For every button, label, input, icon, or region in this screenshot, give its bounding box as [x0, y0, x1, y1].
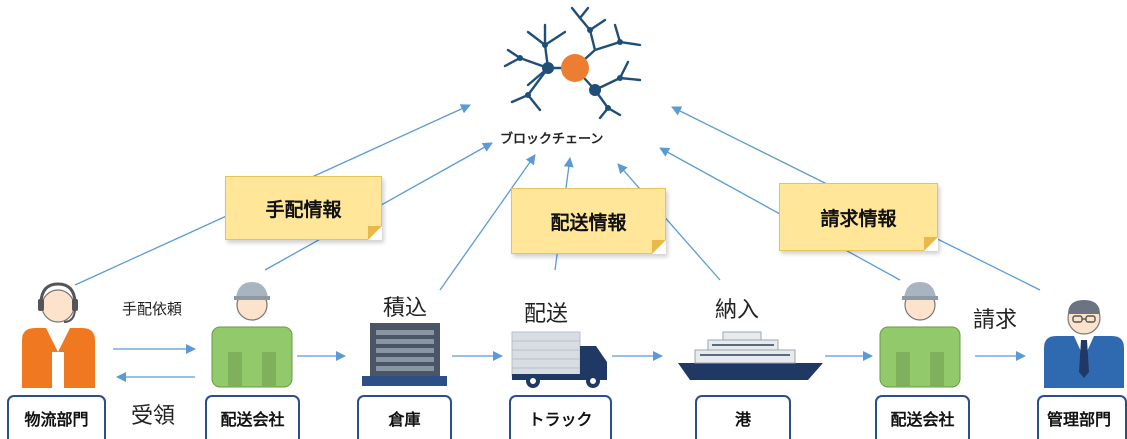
note-billing-info: 請求情報	[779, 183, 938, 251]
flow-arrows	[113, 344, 1026, 382]
actor-label-truck: トラック	[509, 395, 612, 439]
headset-operator-icon	[22, 282, 95, 388]
actor-label-logistics-dept: 物流部門	[7, 395, 106, 439]
arrow-port-to-blockchain	[617, 163, 721, 281]
flow-label-request: 手配依頼	[122, 300, 183, 318]
warehouse-building-icon	[362, 323, 447, 386]
truck-icon	[511, 331, 607, 388]
worker-icon	[879, 282, 961, 388]
businessman-icon	[1044, 300, 1124, 388]
actor-label-warehouse: 倉庫	[357, 395, 452, 439]
flow-label-deliver-in: 納入	[715, 298, 760, 323]
flow-label-billing: 請求	[973, 308, 1018, 333]
actor-label-delivery-company-1: 配送会社	[205, 395, 300, 439]
flow-label-receipt: 受領	[131, 404, 176, 429]
flow-label-loading: 積込	[383, 296, 428, 321]
blockchain-nodes	[517, 27, 623, 111]
actor-label-port: 港	[695, 395, 791, 439]
actor-label-delivery-company-2: 配送会社	[875, 395, 970, 439]
blockchain-core-node	[561, 54, 589, 82]
note-arrangement-info: 手配情報	[225, 176, 382, 240]
worker-icon	[211, 282, 293, 388]
note-delivery-info: 配送情報	[511, 188, 666, 254]
blockchain-label: ブロックチェーン	[500, 132, 604, 147]
flow-label-delivery: 配送	[524, 302, 569, 327]
ship-icon	[678, 331, 823, 380]
actor-label-management-dept: 管理部門	[1037, 395, 1127, 439]
arrow-warehouse-to-blockchain	[439, 154, 536, 291]
